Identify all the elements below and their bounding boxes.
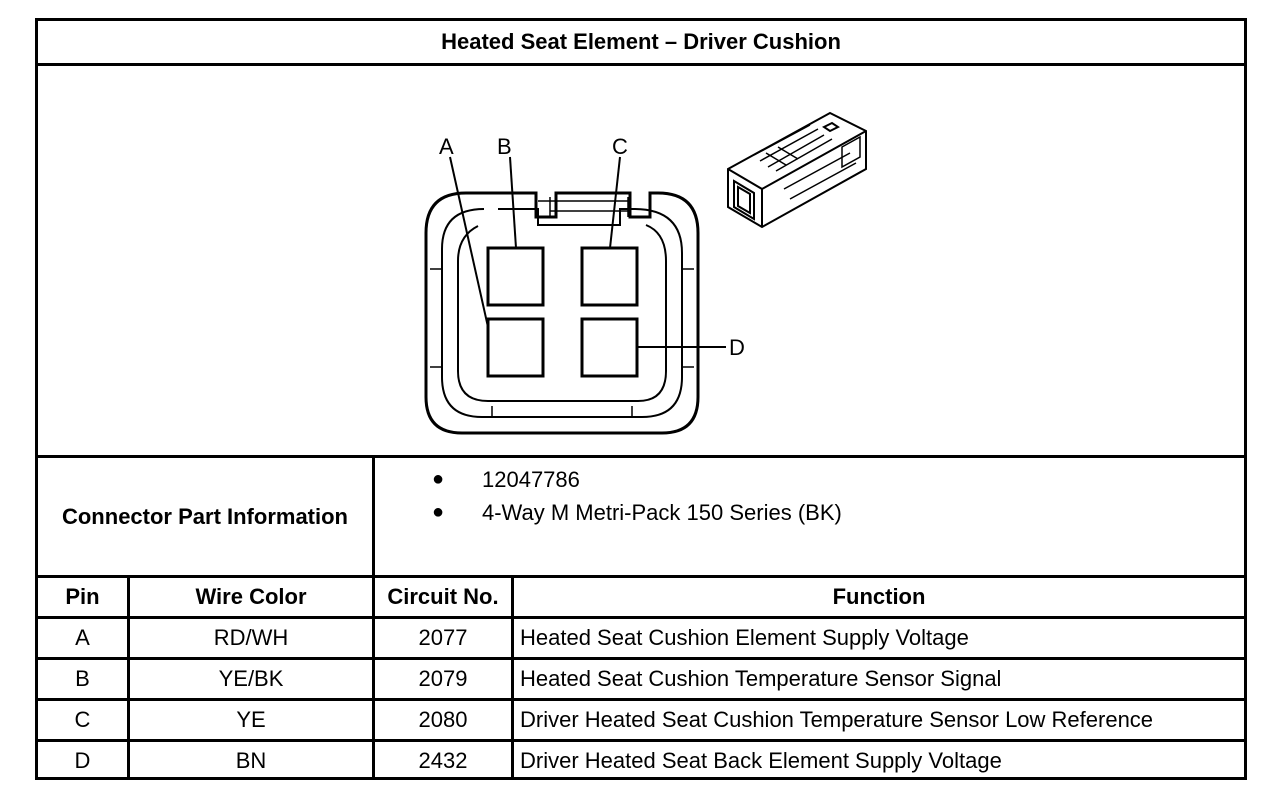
connector-face: [424, 191, 700, 435]
wire-color-cell: BN: [235, 748, 267, 773]
function-cell: Driver Heated Seat Back Element Supply V…: [520, 748, 1002, 773]
connector-isometric-icon: [727, 111, 867, 229]
pin-label-b: B: [497, 134, 512, 159]
header-wire-color: Wire Color: [195, 584, 307, 609]
list-item: ● 12047786: [378, 463, 842, 496]
part-number: 12047786: [482, 467, 580, 492]
pin-label-a: A: [439, 134, 454, 159]
function-cell: Heated Seat Cushion Temperature Sensor S…: [520, 666, 1002, 691]
leader-lines: [449, 156, 726, 348]
column-divider: [511, 578, 514, 780]
wire-color-cell: YE: [236, 707, 266, 732]
column-divider: [127, 578, 130, 780]
pin-cell: A: [75, 625, 90, 650]
header-pin: Pin: [65, 584, 100, 609]
pin-label-d: D: [729, 335, 745, 360]
pin-label-c: C: [612, 134, 628, 159]
row-divider: [38, 739, 1244, 742]
header-divider: [38, 616, 1244, 619]
circuit-no-cell: 2079: [418, 666, 468, 691]
row-divider: [38, 657, 1244, 660]
wire-color-cell: YE/BK: [218, 666, 284, 691]
function-cell: Heated Seat Cushion Element Supply Volta…: [520, 625, 969, 650]
header-circuit-no: Circuit No.: [387, 584, 499, 609]
pin-cell: C: [74, 707, 91, 732]
title-divider: [38, 63, 1244, 66]
wire-color-cell: RD/WH: [213, 625, 289, 650]
bullet-icon: ●: [432, 468, 445, 490]
terminal-cavities: [486, 246, 639, 378]
row-divider: [38, 698, 1244, 701]
terminal-d: [580, 317, 639, 378]
document-title: Heated Seat Element – Driver Cushion: [441, 29, 841, 54]
circuit-no-cell: 2432: [418, 748, 468, 773]
header-function: Function: [832, 584, 926, 609]
terminal-c: [580, 246, 639, 307]
pin-cell: D: [74, 748, 91, 773]
bullet-icon: ●: [432, 501, 445, 523]
diagram-divider: [38, 455, 1244, 458]
list-item: ● 4-Way M Metri-Pack 150 Series (BK): [378, 496, 842, 529]
terminal-b: [486, 246, 545, 307]
table-top-border: [38, 575, 1244, 578]
cpi-divider: [372, 458, 375, 575]
circuit-no-cell: 2080: [418, 707, 468, 732]
connector-part-info-list: ● 12047786 ● 4-Way M Metri-Pack 150 Series…: [378, 463, 842, 529]
circuit-no-cell: 2077: [418, 625, 468, 650]
connector-part-info-label: Connector Part Information: [61, 503, 348, 529]
column-divider: [372, 578, 375, 780]
terminal-a: [486, 317, 545, 378]
function-cell: Driver Heated Seat Cushion Temperature S…: [520, 707, 1154, 732]
connector-document: Heated Seat Element – Driver Cushion A: [35, 18, 1247, 780]
connector-diagram: A B C D: [424, 111, 867, 435]
connector-description: 4-Way M Metri-Pack 150 Series (BK): [482, 500, 842, 525]
pin-cell: B: [75, 666, 90, 691]
